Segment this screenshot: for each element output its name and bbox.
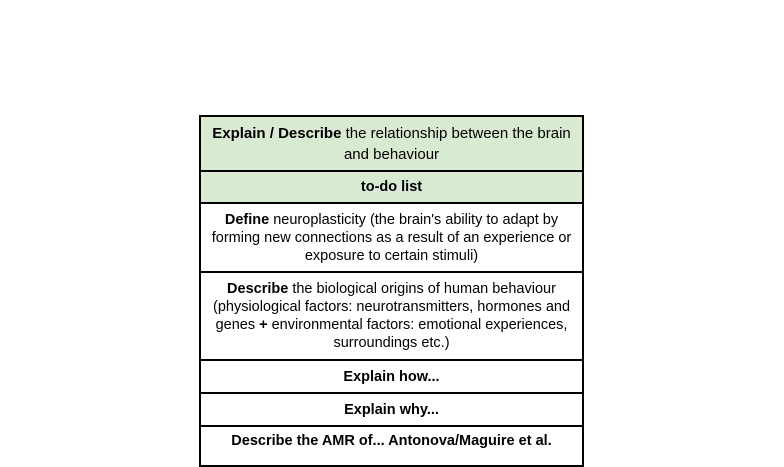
table-row: Explain why...	[199, 392, 584, 427]
title-text: the relationship between the brain and b…	[341, 124, 571, 163]
table-row: Describe the AMR of... Antonova/Maguire …	[199, 425, 584, 467]
table-header-row: Explain / Describe the relationship betw…	[199, 115, 584, 172]
title-verb: Explain / Describe	[212, 124, 342, 142]
todo-item-describe-amr: Describe the AMR of... Antonova/Maguire …	[199, 425, 584, 467]
table-row: Describe the biological origins of human…	[199, 271, 584, 361]
table-row: Define neuroplasticity (the brain's abil…	[199, 202, 584, 273]
item-text-continued: environmental factors: emotional experie…	[267, 317, 568, 351]
item-text: neuroplasticity (the brain's ability to …	[211, 211, 572, 264]
table-subheader-row: to-do list	[199, 170, 584, 204]
plus-symbol: +	[259, 317, 268, 333]
table-title-cell: Explain / Describe the relationship betw…	[199, 115, 584, 172]
item-text: the biological origins of human behaviou…	[212, 281, 571, 333]
todo-item-describe-origins: Describe the biological origins of human…	[199, 271, 584, 361]
table-row: Explain how...	[199, 359, 584, 394]
todo-list-heading: to-do list	[199, 170, 584, 204]
item-verb: Describe	[227, 281, 289, 297]
todo-item-define: Define neuroplasticity (the brain's abil…	[199, 202, 584, 273]
todo-item-explain-how: Explain how...	[199, 359, 584, 394]
item-verb: Define	[224, 211, 270, 228]
todo-table: Explain / Describe the relationship betw…	[199, 115, 584, 467]
todo-item-explain-why: Explain why...	[199, 392, 584, 427]
